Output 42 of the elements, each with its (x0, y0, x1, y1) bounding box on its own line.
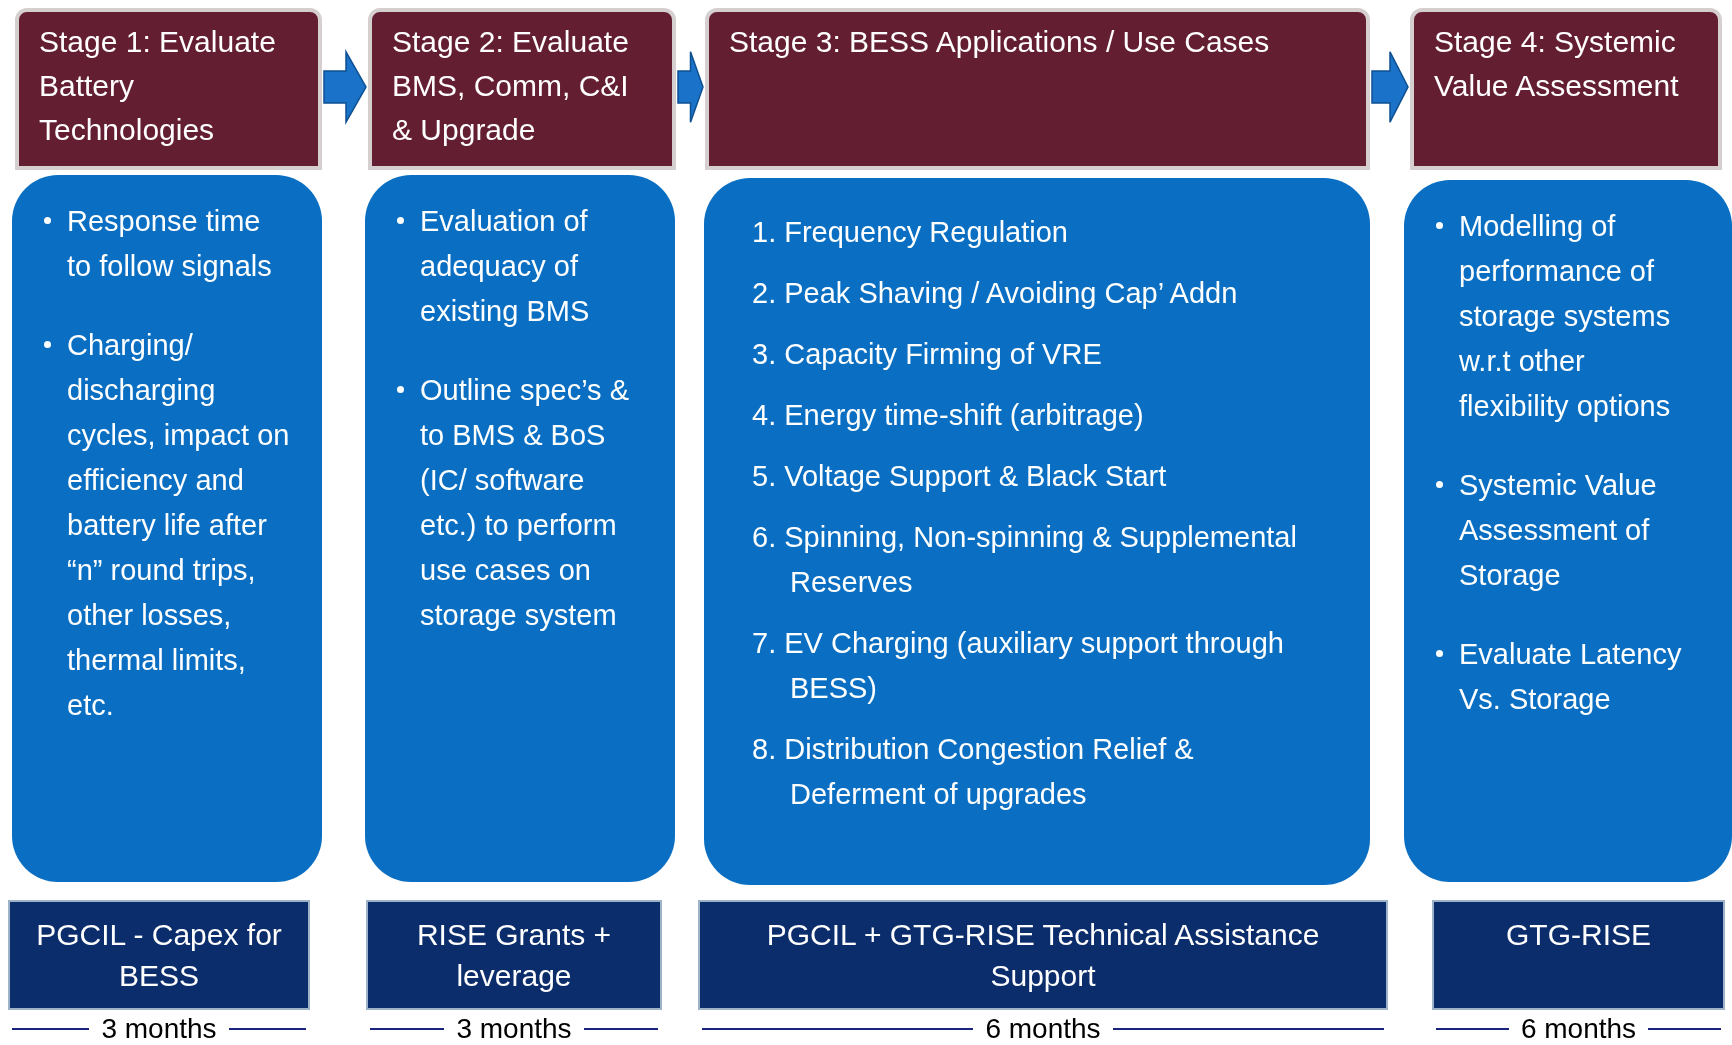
funding-label: GTG-RISE (1506, 917, 1651, 953)
block-arrow (323, 48, 367, 126)
content-panel (704, 178, 1370, 885)
bullet-item: Systemic Value Assessment of Storage (1459, 468, 1658, 593)
stage-header (368, 8, 676, 170)
funding-box (698, 900, 1388, 1010)
stage-header (705, 8, 1370, 170)
stage-header (15, 8, 322, 170)
list-item: 4. Energy time-shift (arbitrage) (752, 398, 1145, 433)
stage-title: Stage 1: Evaluate Battery Technologies (39, 24, 277, 148)
stage-header (1410, 8, 1722, 170)
stage-title: Stage 2: Evaluate BMS, Comm, C&I & Upgrade (392, 24, 630, 148)
list-item: 2. Peak Shaving / Avoiding Cap’ Addn (752, 276, 1239, 311)
duration-label: 3 months (456, 1012, 572, 1045)
duration-label: 3 months (101, 1012, 217, 1045)
bullet-item: Response time to follow signals (67, 204, 273, 284)
bullet-item: Outline spec’s & to BMS & BoS (IC/ software etc.) to perform use cases on storage system (420, 373, 631, 633)
bullet-item: Evaluate Latency Vs. Storage (1459, 637, 1683, 717)
duration-label: 6 months (985, 1012, 1101, 1045)
bullet-item: Charging/ discharging cycles, impact on efficiency and battery life after “n” round trips, other losses, thermal limits, etc. (67, 328, 290, 723)
duration-label: 6 months (1520, 1012, 1637, 1045)
list-item: 5. Voltage Support & Black Start (752, 459, 1168, 494)
content-panel (365, 175, 675, 882)
funding-box (8, 900, 310, 1010)
bullet-item: Evaluation of adequacy of existing BMS (420, 204, 591, 329)
list-item: 7. EV Charging (auxiliary support through BESS) (752, 626, 1285, 706)
list-item: 8. Distribution Congestion Relief & Deferment of upgrades (752, 732, 1195, 812)
content-panel (1404, 180, 1732, 882)
block-arrow (1371, 51, 1409, 123)
funding-label: PGCIL + GTG-RISE Technical Assistance Support (765, 917, 1321, 994)
content-panel (12, 175, 322, 882)
list-item: 1. Frequency Regulation (752, 215, 1069, 250)
funding-label: PGCIL - Capex for BESS (35, 917, 283, 994)
funding-label: RISE Grants + leverage (415, 917, 613, 994)
list-item: 6. Spinning, Non-spinning & Supplemental Reserves (752, 520, 1298, 600)
stage-title: Stage 4: Systemic Value Assessment (1434, 24, 1680, 104)
bullet-item: Modelling of performance of storage systems w.r.t other flexibility options (1459, 209, 1672, 424)
list-item: 3. Capacity Firming of VRE (752, 337, 1103, 372)
funding-box (366, 900, 662, 1010)
block-arrow (677, 51, 704, 123)
stage-title: Stage 3: BESS Applications / Use Cases (729, 24, 1271, 60)
funding-box (1432, 900, 1725, 1010)
